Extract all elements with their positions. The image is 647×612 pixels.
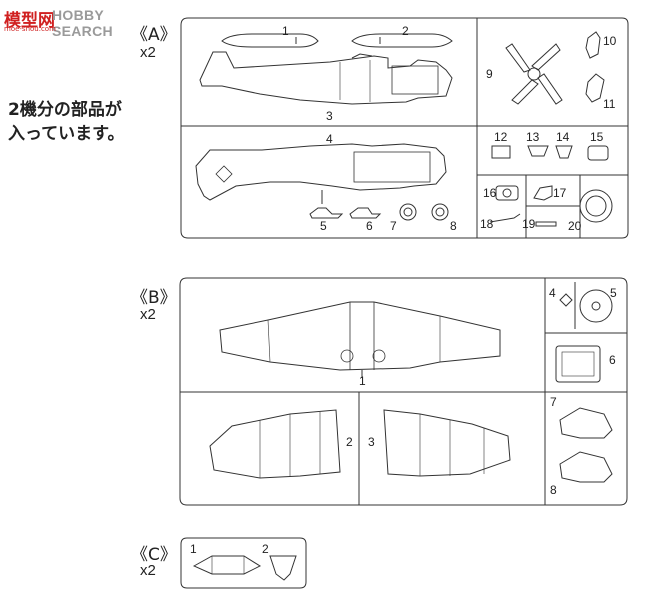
- part-number-b2: 2: [346, 435, 353, 449]
- parts-note-line2: 入っています。: [8, 124, 125, 144]
- part-number-a3: 3: [326, 109, 333, 123]
- part-a15: [587, 145, 609, 161]
- parts-note: 2機分の部品が 入っています。: [8, 98, 124, 146]
- sprue-c-multiplier: x2: [140, 562, 156, 579]
- part-number-a15: 15: [590, 130, 604, 144]
- part-number-a10: 10: [603, 34, 617, 48]
- part-number-a13: 13: [526, 130, 540, 144]
- part-a18: [489, 213, 521, 223]
- part-b2-upper-wing: [209, 409, 341, 479]
- part-number-a17: 17: [553, 186, 567, 200]
- part-a5: [309, 207, 344, 219]
- part-number-b3: 3: [368, 435, 375, 449]
- sprue-c-frame: [180, 537, 307, 589]
- part-number-a7: 7: [390, 219, 397, 233]
- part-a14: [555, 145, 573, 159]
- part-a9-propeller: [505, 43, 563, 105]
- part-a8-wheel: [431, 203, 449, 221]
- part-number-a5: 5: [320, 219, 327, 233]
- part-a4-fuselage-half: [195, 143, 447, 204]
- watermark-url: moe-shou.com: [4, 25, 56, 33]
- part-b1-lower-wing: [219, 301, 501, 378]
- watermark-logo: 模型网 HOBBY SEARCH moe-shou.com: [4, 2, 164, 39]
- part-number-a11: 11: [603, 97, 616, 111]
- sprue-b-frame: [179, 277, 628, 506]
- part-a19: [535, 221, 557, 227]
- part-a13: [527, 145, 549, 157]
- part-number-a19: 19: [522, 217, 536, 231]
- part-a7-wheel: [399, 203, 417, 221]
- part-a16: [495, 185, 519, 201]
- part-number-b6: 6: [609, 353, 616, 367]
- part-number-b4: 4: [549, 286, 556, 300]
- part-c1-canopy: [192, 555, 262, 575]
- part-number-a4: 4: [326, 132, 333, 146]
- sprue-b-label: 《B》: [131, 288, 177, 308]
- sprue-a-label: 《A》: [131, 25, 177, 45]
- part-number-a9: 9: [486, 67, 493, 81]
- part-number-a8: 8: [450, 219, 457, 233]
- part-number-a1: 1: [282, 24, 289, 38]
- part-number-a12: 12: [494, 130, 508, 144]
- part-a2-drop-tank: [351, 33, 453, 48]
- sprue-a-frame: [180, 17, 629, 239]
- sprue-a-multiplier: x2: [140, 44, 156, 61]
- part-a12: [491, 145, 511, 159]
- part-number-a2: 2: [402, 24, 409, 38]
- part-number-a18: 18: [480, 217, 494, 231]
- watermark-site-en: HOBBY SEARCH: [52, 7, 113, 39]
- part-a1-drop-tank: [221, 33, 319, 48]
- part-b4: [559, 293, 573, 307]
- part-b3-upper-wing: [383, 409, 511, 477]
- part-number-a14: 14: [556, 130, 570, 144]
- part-a3-fuselage-half: [199, 51, 453, 105]
- part-number-b8: 8: [550, 483, 557, 497]
- part-a20-cowling: [579, 189, 613, 223]
- part-a17: [533, 185, 553, 201]
- part-number-b1: 1: [359, 374, 366, 388]
- parts-note-line1: 2機分の部品が: [8, 100, 122, 120]
- part-a10: [585, 31, 601, 59]
- part-a11: [585, 73, 605, 103]
- part-number-a6: 6: [366, 219, 373, 233]
- part-b8: [559, 451, 613, 483]
- sprue-b-multiplier: x2: [140, 306, 156, 323]
- part-c2: [269, 555, 297, 581]
- part-number-c1: 1: [190, 542, 197, 556]
- part-a6: [349, 207, 382, 219]
- part-number-c2: 2: [262, 542, 269, 556]
- part-number-b7: 7: [550, 395, 557, 409]
- part-number-a20: 20: [568, 219, 582, 233]
- sprue-c-label: 《C》: [131, 545, 177, 565]
- part-b7: [559, 407, 613, 439]
- part-b6: [555, 345, 601, 383]
- watermark-site-cn: 模型网: [4, 11, 55, 31]
- part-number-b5: 5: [610, 286, 617, 300]
- part-number-a16: 16: [483, 186, 497, 200]
- part-b5: [579, 289, 613, 323]
